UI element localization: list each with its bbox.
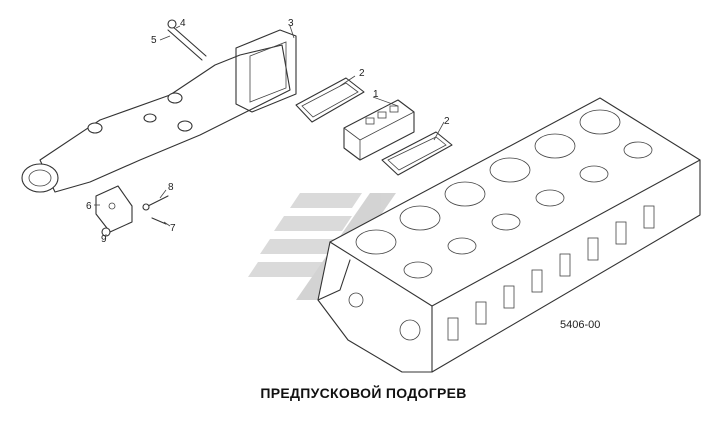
callout-2-lower: 2 bbox=[444, 116, 450, 127]
callout-9: 9 bbox=[101, 234, 107, 245]
diagram-title: ПРЕДПУСКОВОЙ ПОДОГРЕВ bbox=[260, 385, 467, 401]
heater-element bbox=[343, 99, 415, 161]
callout-2-upper: 2 bbox=[359, 68, 365, 79]
gasket-upper bbox=[295, 77, 365, 123]
drawing-code: 5406-00 bbox=[560, 319, 600, 331]
callout-8: 8 bbox=[168, 182, 174, 193]
callout-1: 1 bbox=[373, 89, 379, 100]
callout-6: 6 bbox=[86, 201, 92, 212]
callout-labels: 1 2 2 3 4 5 6 7 8 9 5406-00 bbox=[86, 18, 600, 331]
intake-pipe bbox=[21, 29, 297, 193]
callout-4: 4 bbox=[180, 18, 186, 29]
bolt-assembly bbox=[167, 19, 207, 61]
callout-3: 3 bbox=[288, 18, 294, 29]
gasket-lower bbox=[381, 131, 453, 176]
leader-lines bbox=[94, 25, 445, 236]
callout-5: 5 bbox=[151, 35, 157, 46]
callout-7: 7 bbox=[170, 223, 176, 234]
cylinder-head bbox=[317, 97, 701, 373]
bracket-and-fasteners bbox=[95, 185, 169, 237]
